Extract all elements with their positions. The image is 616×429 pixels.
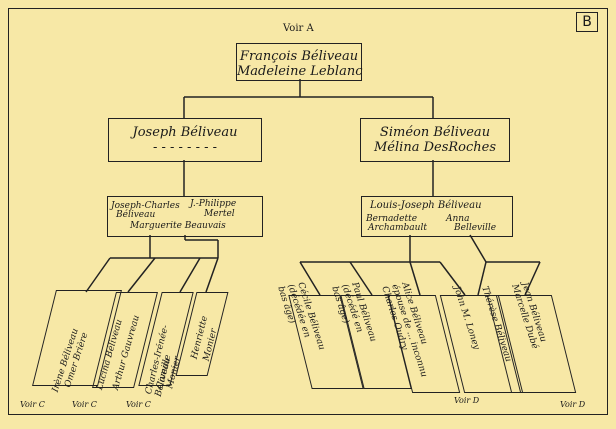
voir-c-2: Voir C [72,400,97,409]
bernadette-name: Bernadette [366,214,418,224]
simeon-box: Siméon Béliveau Mélina DesRoches [360,118,510,162]
simeon-name: Siméon Béliveau [379,125,491,140]
root-couple-box: François Béliveau Madeleine Leblanc [236,43,363,81]
voir-d-1: Voir D [454,396,480,405]
voir-c-3: Voir C [126,400,151,409]
joseph-charles-name: Joseph-Charles [111,201,180,211]
joseph-name: Joseph Béliveau [132,125,238,140]
joseph-spouse-blank: - - - - - - - - [152,140,218,155]
anna-surname: Belleville [454,223,497,233]
marguerite-beauvais: Marguerite Beauvais [130,221,226,231]
voir-c-1: Voir C [20,400,45,409]
joseph-charles-surname: Béliveau [116,210,156,220]
page-tag: B [576,12,598,32]
root-wife: Madeleine Leblanc [237,64,363,79]
j-philippe-name: J.-Philippe [190,199,237,209]
voir-d-2: Voir D [560,400,586,409]
anna-name: Anna [446,214,470,224]
bernadette-surname: Archambault [368,223,427,233]
j-philippe-surname: Mertel [204,209,235,219]
louis-joseph-name: Louis-Joseph Béliveau [370,200,482,211]
joseph-charles-box: Joseph-Charles Béliveau J.-Philippe Mert… [107,196,263,237]
joseph-box: Joseph Béliveau - - - - - - - - [108,118,262,162]
simeon-wife: Mélina DesRoches [374,140,496,155]
page-border [8,8,608,415]
root-husband: François Béliveau [239,49,359,64]
voir-a-label: Voir A [283,23,314,34]
louis-joseph-box: Louis-Joseph Béliveau Bernadette Archamb… [361,196,513,237]
